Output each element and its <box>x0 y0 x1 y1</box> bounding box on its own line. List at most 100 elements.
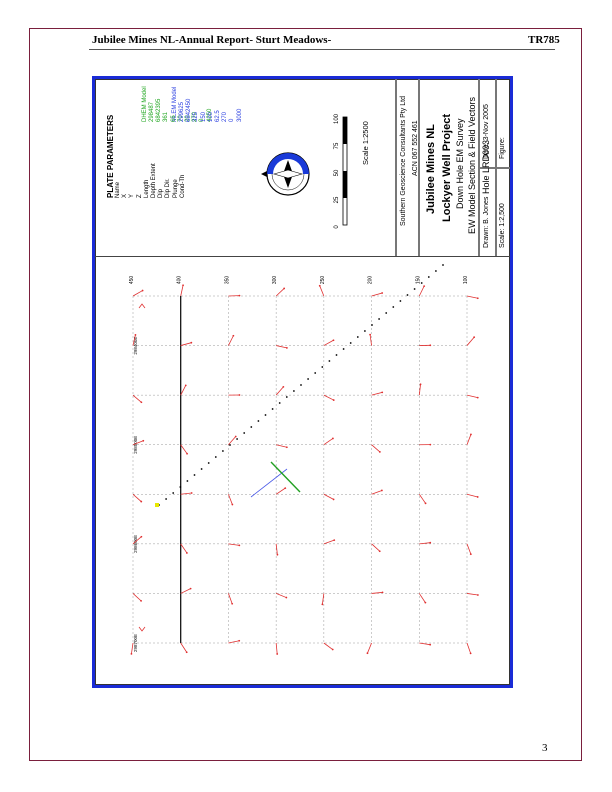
drill-hole-point <box>193 474 196 476</box>
field-vector <box>132 394 142 403</box>
field-vector-head <box>276 553 279 556</box>
field-vector-head <box>378 451 381 453</box>
field-vector <box>466 642 472 654</box>
field-vector-head <box>476 594 479 596</box>
company-box-edge <box>395 79 397 256</box>
field-vector-head <box>331 648 334 651</box>
header-rule <box>89 49 555 50</box>
field-vector-head <box>332 399 335 401</box>
field-vector <box>466 434 472 445</box>
drill-hole-point <box>385 312 388 314</box>
field-vector <box>180 588 191 594</box>
field-vector-head <box>190 341 193 344</box>
field-vector <box>466 295 478 299</box>
field-vector-head <box>231 503 234 506</box>
field-vector <box>323 642 333 650</box>
scale-bar <box>342 116 348 226</box>
field-vector <box>228 640 240 644</box>
field-vector-head <box>369 333 371 336</box>
field-vector <box>321 593 325 605</box>
field-vector-head <box>332 498 335 501</box>
report-header-title: Jubilee Mines NL-Annual Report- Sturt Me… <box>92 34 332 46</box>
field-vector <box>132 536 142 545</box>
field-vector-head <box>381 591 384 594</box>
drill-hole-point <box>285 396 288 398</box>
figure-inner-frame <box>95 79 510 685</box>
field-vector-head <box>469 553 472 556</box>
drill-hole-point <box>293 390 295 392</box>
field-vector <box>275 642 278 654</box>
drill-hole-point <box>214 456 217 458</box>
drill-hole-point <box>278 402 281 404</box>
field-vector-head <box>285 446 288 449</box>
field-vector-head <box>429 643 432 646</box>
field-vector-head <box>381 292 384 294</box>
report-id: TR785 <box>528 34 560 46</box>
drill-hole-point <box>328 360 331 362</box>
easting-label: 298400E <box>133 337 138 355</box>
field-vector-head <box>141 289 144 292</box>
field-vector-head <box>142 439 145 442</box>
field-vector-head <box>318 284 321 287</box>
field-vector-head <box>476 297 479 300</box>
field-vector-head <box>184 384 187 387</box>
drill-hole-point <box>378 318 380 320</box>
field-vector-head <box>282 385 285 388</box>
field-vector <box>228 593 233 604</box>
drill-hole-point <box>179 486 182 488</box>
drill-hole-point <box>222 450 224 452</box>
drill-hole-point <box>314 372 317 374</box>
field-vector-head <box>231 602 234 605</box>
dhem-plate <box>270 461 301 493</box>
field-vector <box>418 494 426 504</box>
field-vector <box>466 493 478 498</box>
field-vector <box>132 334 136 346</box>
depth-label: 300 <box>272 276 278 285</box>
mlem-plate <box>250 468 288 498</box>
field-vector <box>275 487 286 495</box>
field-vector-head <box>429 541 432 544</box>
drill-hole-point <box>236 438 239 440</box>
field-vector-head <box>380 489 383 492</box>
legend-section-divider <box>95 256 510 257</box>
field-vector-head <box>276 653 279 655</box>
field-vector <box>180 543 188 554</box>
field-vector-head <box>424 601 427 604</box>
drill-hole-point <box>207 462 210 464</box>
drill-hole-point <box>257 420 260 422</box>
field-vector <box>228 436 237 445</box>
field-vector-head <box>190 492 193 494</box>
drill-hole-point <box>250 426 253 428</box>
drill-hole-point <box>442 264 444 266</box>
field-vector <box>228 543 240 546</box>
drill-hole-point <box>186 480 189 482</box>
field-vector-head <box>284 487 287 490</box>
drill-hole-point <box>427 276 430 278</box>
field-vector <box>323 438 334 446</box>
drill-hole-point <box>229 444 231 446</box>
field-vector <box>323 339 334 346</box>
scale-tick-label: 50 <box>334 169 340 176</box>
field-vector-head <box>232 334 235 337</box>
field-vector-head <box>419 383 422 386</box>
drill-hole-point <box>321 366 324 368</box>
field-vector-head <box>238 394 241 396</box>
field-vector <box>367 642 372 654</box>
field-vector-head <box>469 652 472 655</box>
field-vector-head <box>130 652 133 655</box>
vector-arrow <box>138 626 146 632</box>
field-vector <box>228 335 234 346</box>
field-vector <box>418 285 425 297</box>
page-border <box>29 28 582 761</box>
drill-hole-point <box>435 270 437 272</box>
field-vector <box>319 285 325 297</box>
north-arrow-compass-icon <box>261 152 310 196</box>
drill-hole-point <box>406 294 409 296</box>
field-vector-head <box>189 587 192 590</box>
field-vector <box>418 593 426 603</box>
field-vector <box>466 336 475 346</box>
field-vector <box>418 384 421 396</box>
field-vector <box>276 345 287 349</box>
field-vector-head <box>283 287 286 290</box>
